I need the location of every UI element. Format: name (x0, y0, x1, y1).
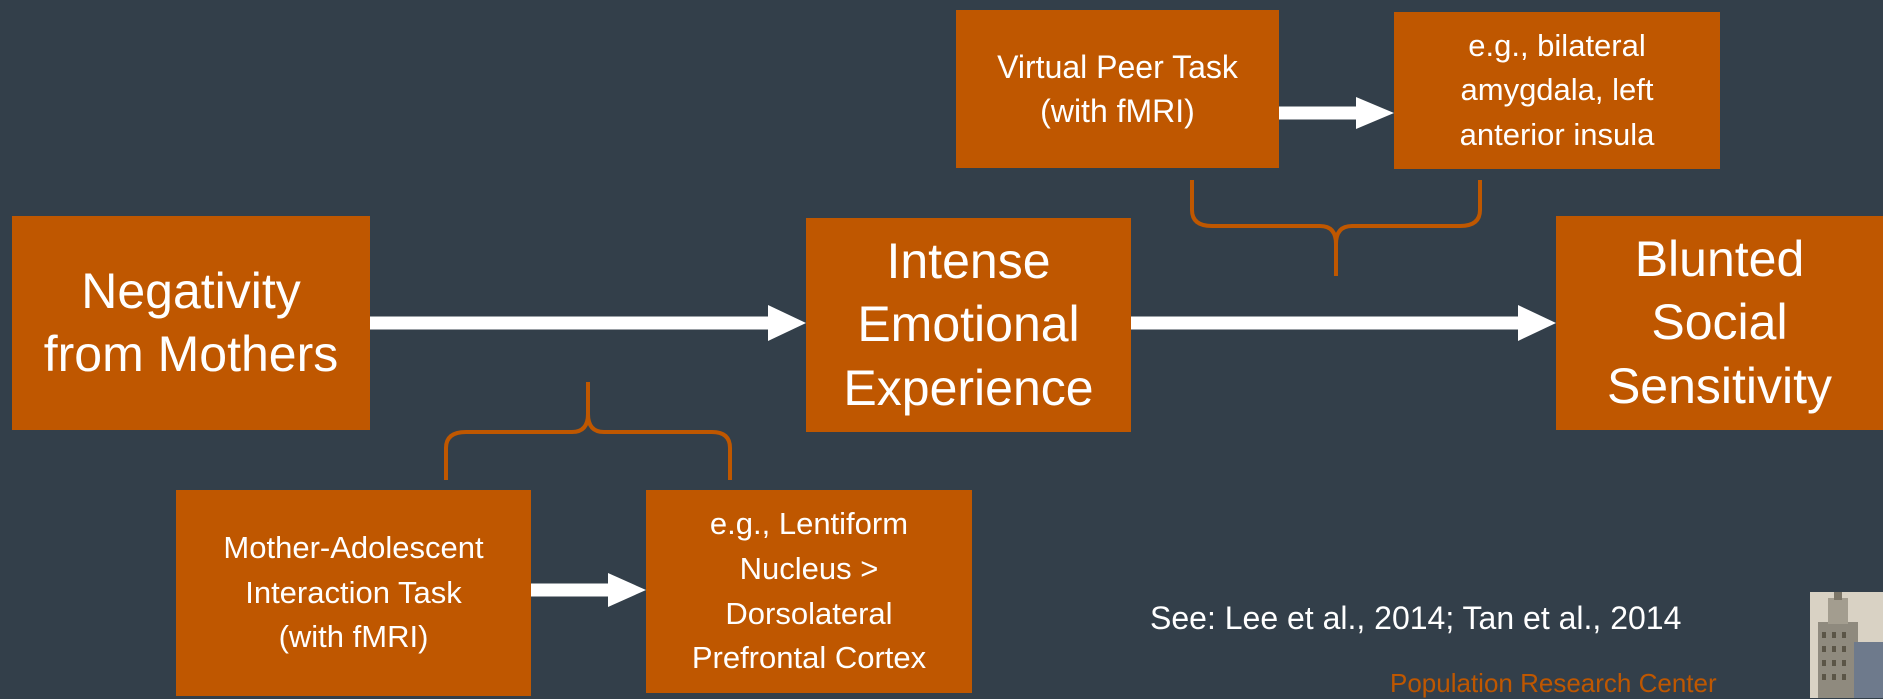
node-lentiform-label: e.g., Lentiform Nucleus > Dorsolateral P… (691, 506, 927, 676)
node-amygdala-label: e.g., bilateral amygdala, left anterior … (1459, 27, 1655, 152)
node-intense-label: Intense Emotional Experience (843, 232, 1094, 416)
node-amygdala-insula: e.g., bilateral amygdala, left anterior … (1394, 12, 1720, 169)
node-mother-adolescent-label: Mother-Adolescent Interaction Task (with… (223, 530, 484, 655)
node-intense-emotional-experience: Intense Emotional Experience (806, 218, 1131, 432)
node-virtual-peer-task: Virtual Peer Task (with fMRI) (956, 10, 1279, 168)
node-negativity-label: Negativity from Mothers (43, 262, 339, 383)
university-tower-logo-icon (1810, 592, 1883, 698)
arrow-virtualpeer-to-amygdala (1279, 97, 1394, 129)
arrow-mati-to-lentiform (531, 573, 646, 607)
arrow-negativity-to-intense (370, 305, 806, 341)
node-blunted-label: Blunted Social Sensitivity (1606, 230, 1833, 414)
node-lentiform-nucleus: e.g., Lentiform Nucleus > Dorsolateral P… (646, 490, 972, 693)
brace-top (1190, 180, 1482, 276)
node-negativity-from-mothers: Negativity from Mothers (12, 216, 370, 430)
footer-org-name: Population Research Center (1390, 668, 1717, 698)
node-blunted-social-sensitivity: Blunted Social Sensitivity (1556, 216, 1883, 430)
node-virtual-peer-label: Virtual Peer Task (with fMRI) (997, 48, 1238, 129)
node-mother-adolescent-task: Mother-Adolescent Interaction Task (with… (176, 490, 531, 696)
arrow-intense-to-blunted (1131, 305, 1556, 341)
brace-bottom (444, 382, 732, 480)
citation-text: See: Lee et al., 2014; Tan et al., 2014 (1150, 600, 1682, 636)
